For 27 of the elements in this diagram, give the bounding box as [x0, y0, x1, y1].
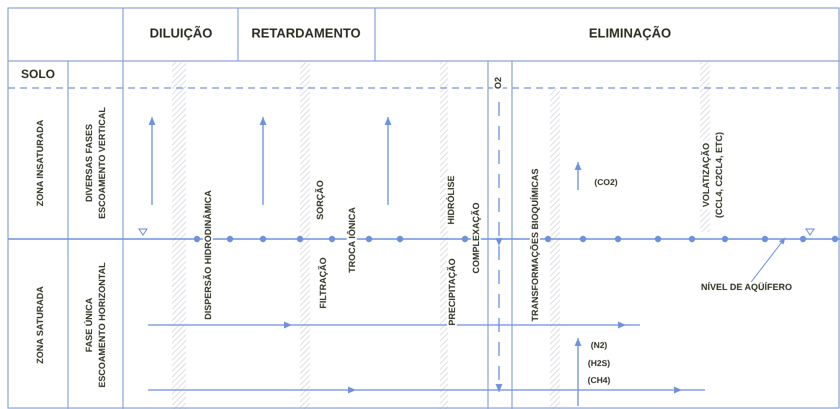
- zone-label: FASE ÚNICA: [84, 296, 94, 354]
- callout-label: NÍVEL DE AQÜÍFERO: [700, 282, 794, 292]
- column-heading: ELIMINAÇÃO: [588, 26, 672, 42]
- gas-label: (N2): [590, 341, 608, 351]
- process-label: O2: [492, 75, 504, 91]
- process-label: HIDRÓLISE: [446, 174, 456, 226]
- column-heading: DILUIÇÃO: [150, 26, 212, 42]
- zone-label: ZONA SATURADA: [34, 284, 46, 366]
- zone-label: ESCOAMENTO HORIZONTAL: [96, 260, 108, 390]
- gas-label: (CH4): [588, 376, 610, 386]
- process-label: TRANSFORMAÇÕES BIOQUÍMICAS: [530, 166, 540, 324]
- zone-label: ESCOAMENTO VERTICAL: [96, 105, 108, 221]
- column-heading: RETARDAMENTO: [251, 26, 361, 42]
- process-label: PRECIPITAÇÃO: [446, 256, 458, 328]
- process-label: DISPERSÃO HIDRODINÂMICA: [202, 188, 214, 322]
- process-label: TROCA IÔNICA: [346, 205, 358, 275]
- gas-label: (H2S): [588, 359, 610, 369]
- row-heading: SOLO: [21, 68, 55, 82]
- process-label: VOLATIZAÇÃO: [700, 140, 712, 210]
- process-label: (CCL4, C2CL4, ETC): [714, 130, 724, 220]
- process-label: SORÇÃO: [314, 178, 326, 222]
- zone-label: DIVERSAS FASES: [84, 122, 94, 204]
- process-label: COMPLEXAÇÃO: [470, 200, 482, 276]
- gas-label: (CO2): [594, 178, 618, 188]
- zone-label: ZONA INSATURADA: [34, 118, 46, 208]
- process-label: FILTRAÇÃO: [318, 255, 328, 311]
- leader-line: [750, 237, 786, 282]
